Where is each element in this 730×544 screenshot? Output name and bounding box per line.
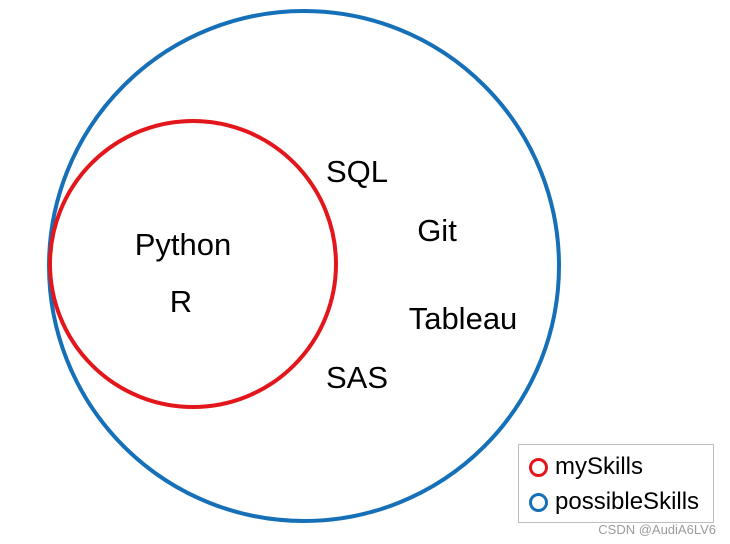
- watermark: CSDN @AudiA6LV6: [598, 522, 716, 537]
- skill-label-r: R: [170, 284, 192, 319]
- legend-label-my-skills: mySkills: [555, 453, 643, 480]
- red-circle-icon: [529, 457, 548, 477]
- legend-label-possible-skills: possibleSkills: [555, 488, 700, 515]
- legend-item-my-skills: mySkills: [529, 453, 643, 481]
- legend: mySkills possibleSkills: [518, 444, 714, 523]
- skill-label-sql: SQL: [326, 154, 388, 189]
- skill-label-git: Git: [417, 213, 457, 248]
- skill-label-python: Python: [135, 227, 232, 262]
- legend-item-possible-skills: possibleSkills: [529, 488, 699, 516]
- skill-label-sas: SAS: [326, 360, 388, 395]
- possible-skills-circle: [47, 9, 561, 523]
- skill-label-tableau: Tableau: [409, 301, 518, 336]
- my-skills-circle: [48, 119, 338, 409]
- blue-circle-icon: [529, 492, 548, 512]
